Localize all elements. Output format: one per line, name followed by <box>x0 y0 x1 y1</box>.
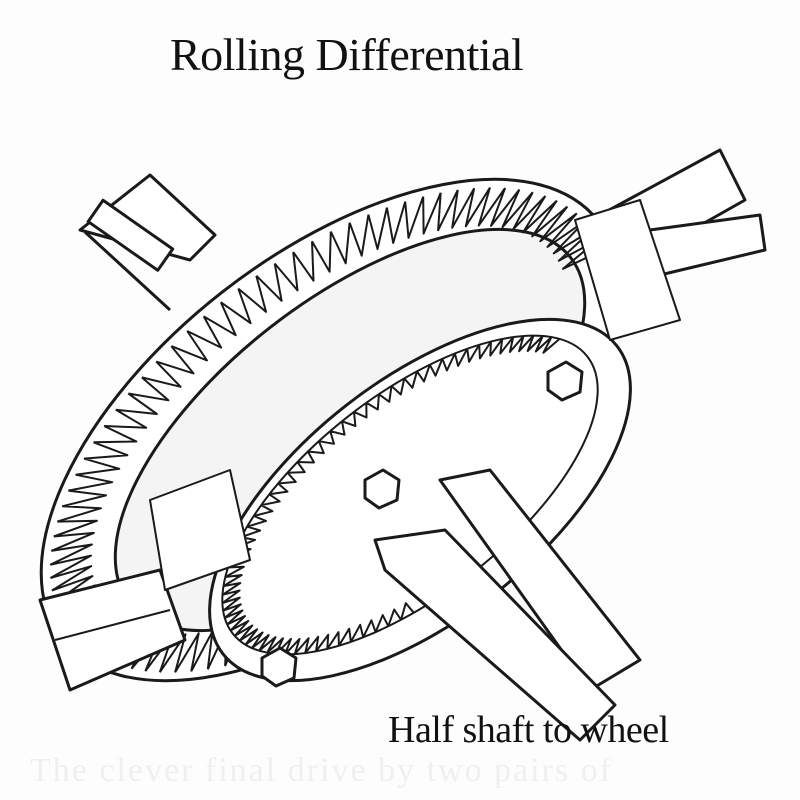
pinion-shaft-left <box>38 469 251 692</box>
half-shaft <box>373 468 642 742</box>
pinion-gear-right <box>574 199 681 341</box>
diagram-title: Rolling Differential <box>170 29 524 80</box>
input-shaft-left <box>78 173 217 312</box>
half-shaft-label: Half shaft to wheel <box>388 709 669 751</box>
bleed-through-text: The clever final drive by two pairs of <box>30 752 613 789</box>
gear-teeth <box>221 334 561 656</box>
bolt-heads <box>260 360 584 688</box>
